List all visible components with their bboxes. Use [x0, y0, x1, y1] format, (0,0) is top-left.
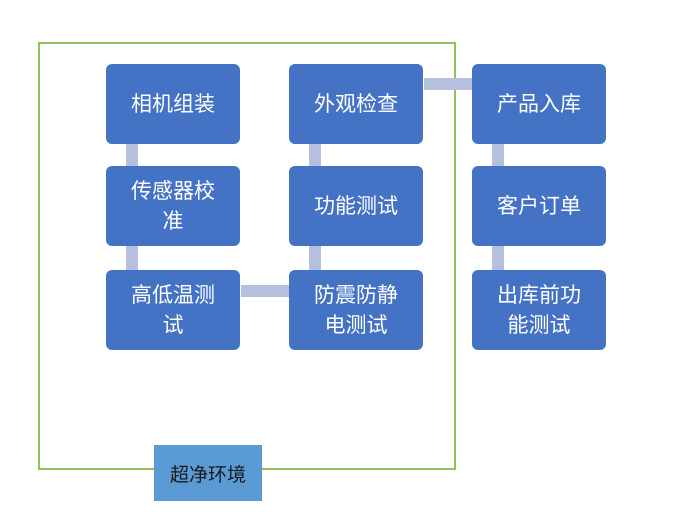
step-shock-esd-test: 防震防静电测试 [289, 270, 423, 350]
step-customer-order: 客户订单 [472, 166, 606, 246]
step-label: 客户订单 [497, 194, 581, 218]
step-label: 功能测试 [314, 194, 398, 218]
step-label: 相机组装 [131, 92, 215, 116]
connector-function-to-visual [309, 144, 321, 168]
step-label: 防震防静电测试 [314, 283, 398, 337]
connector-visual-to-warehousing [424, 78, 472, 90]
step-visual-inspection: 外观检查 [289, 64, 423, 144]
step-label: 出库前功能测试 [497, 283, 581, 337]
connector-warehousing-to-order [492, 144, 504, 168]
env-label-text: 超净环境 [169, 463, 246, 486]
clean-environment-label: 超净环境 [154, 445, 262, 501]
step-camera-assembly: 相机组装 [106, 64, 240, 144]
step-warehousing: 产品入库 [472, 64, 606, 144]
connector-camera-to-sensor [126, 144, 138, 168]
connector-order-to-preshipment [492, 246, 504, 270]
connector-sensor-to-temp [126, 246, 138, 270]
connector-shock-to-function [309, 246, 321, 270]
step-function-test: 功能测试 [289, 166, 423, 246]
step-label: 产品入库 [497, 92, 581, 116]
connector-temp-to-shock [241, 285, 289, 297]
step-temp-test: 高低温测试 [106, 270, 240, 350]
step-pre-shipment-test: 出库前功能测试 [472, 270, 606, 350]
step-label: 传感器校准 [131, 179, 215, 233]
step-label: 高低温测试 [131, 283, 215, 337]
step-sensor-calibration: 传感器校准 [106, 166, 240, 246]
step-label: 外观检查 [314, 92, 398, 116]
